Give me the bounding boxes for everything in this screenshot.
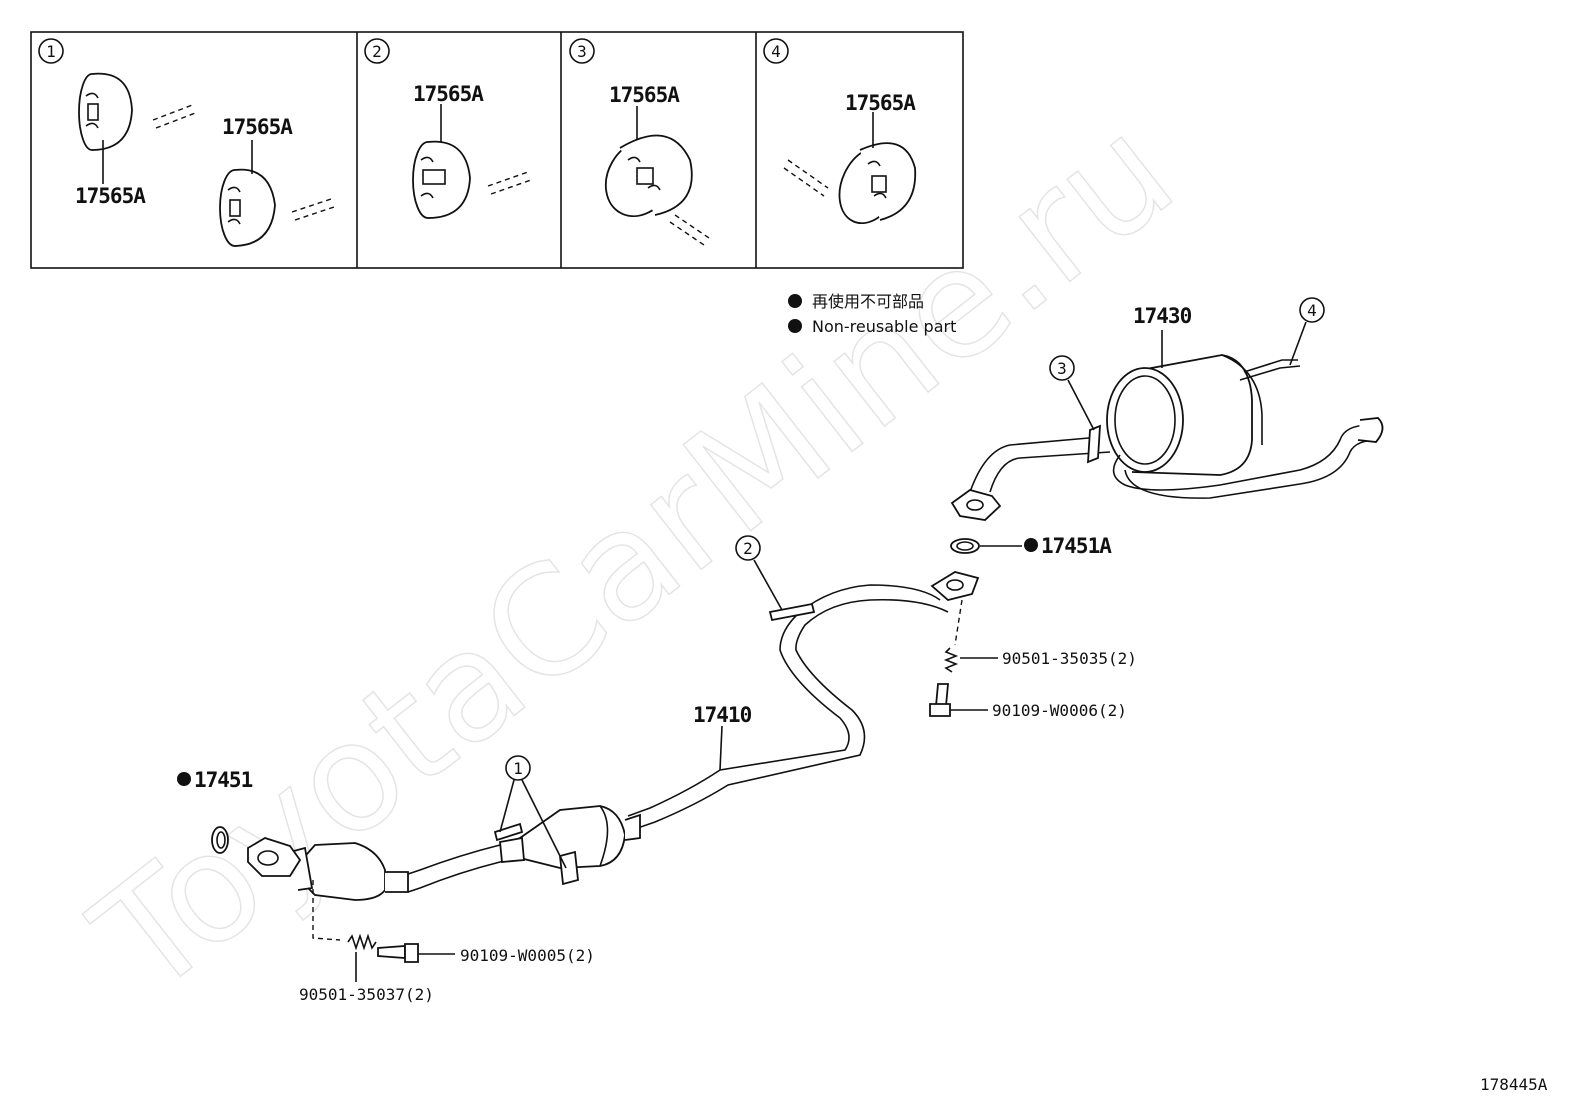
inset-4: 4 17565A <box>763 38 917 225</box>
inset-number: 4 <box>771 42 781 61</box>
rubber-hanger-icon <box>219 168 276 247</box>
bolt-icon <box>377 945 406 959</box>
part-label: 17565A <box>75 184 146 208</box>
inset-1: 1 17565A 17565A <box>38 38 338 247</box>
diagram-code: 178445A <box>1480 1075 1548 1094</box>
part-label-spring-front: 90501-35037(2) <box>299 985 434 1004</box>
rubber-hanger-icon <box>604 134 693 218</box>
inset-number: 3 <box>577 42 587 61</box>
part-label-spring-rear: 90501-35035(2) <box>1002 649 1137 668</box>
non-reusable-dot-icon <box>177 772 191 786</box>
svg-text:3: 3 <box>1057 359 1067 378</box>
non-reusable-dot-icon <box>788 319 802 333</box>
legend: 再使用不可部品 Non-reusable part <box>788 292 956 336</box>
part-label-bolt-front: 90109-W0005(2) <box>460 946 595 965</box>
rear-fasteners: 90501-35035(2) 90109-W0006(2) <box>929 599 1137 720</box>
inset-number: 1 <box>46 42 56 61</box>
part-label-center-pipe: 17410 <box>693 703 752 727</box>
non-reusable-dot-icon <box>1024 538 1038 552</box>
part-label-bolt-rear: 90109-W0006(2) <box>992 701 1127 720</box>
callout-1: 1 <box>499 755 567 869</box>
part-label: 17565A <box>845 91 916 115</box>
part-label: 17565A <box>413 82 484 106</box>
gasket-rear: 17451A <box>950 534 1113 558</box>
callout-3: 3 <box>1049 355 1095 431</box>
center-pipe: 17410 <box>247 571 980 901</box>
non-reusable-dot-icon <box>788 294 802 308</box>
spring-icon <box>943 647 959 673</box>
inset-2: 2 17565A <box>364 38 532 219</box>
callout-2: 2 <box>735 535 783 611</box>
inset-3: 3 17565A <box>569 38 713 248</box>
svg-text:2: 2 <box>743 539 753 558</box>
svg-text:4: 4 <box>1307 301 1317 320</box>
part-label: 17565A <box>609 83 680 107</box>
rubber-hanger-icon <box>78 72 133 151</box>
muffler-assembly: 17430 <box>950 304 1384 521</box>
part-label-muffler: 17430 <box>1133 304 1192 328</box>
front-fasteners: 90501-35037(2) 90109-W0005(2) <box>299 880 595 1004</box>
part-label: 17565A <box>222 115 293 139</box>
callout-4: 4 <box>1289 297 1325 366</box>
part-label-gasket-rear: 17451A <box>1041 534 1112 558</box>
legend-line-jp: 再使用不可部品 <box>812 292 924 311</box>
svg-text:1: 1 <box>513 759 523 778</box>
rubber-hanger-icon <box>838 142 917 225</box>
part-label-gasket-front: 17451 <box>194 768 253 792</box>
rubber-hanger-icon <box>412 140 471 219</box>
legend-line-en: Non-reusable part <box>812 317 956 336</box>
spring-icon <box>347 933 377 951</box>
bolt-icon <box>935 683 949 707</box>
gasket-front: 17451 <box>177 768 254 854</box>
inset-number: 2 <box>372 42 382 61</box>
inset-panel-group: 1 17565A 17565A 2 <box>30 31 964 269</box>
